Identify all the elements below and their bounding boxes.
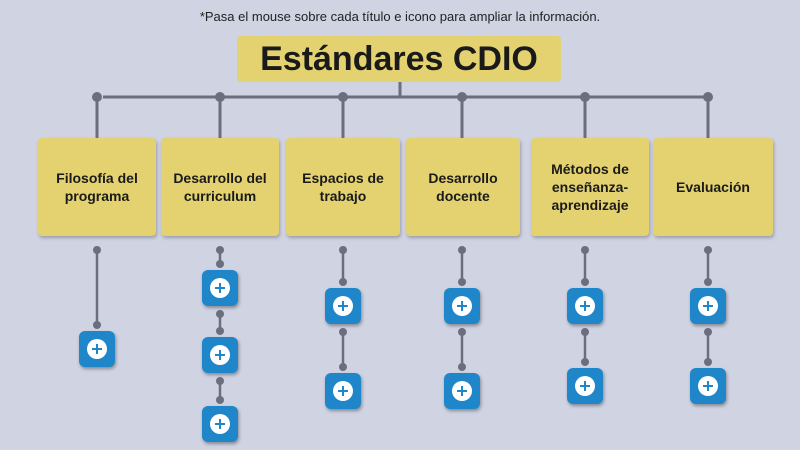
standard-card[interactable]: Desarrollo del curriculum — [161, 138, 279, 236]
connector-dot — [339, 278, 347, 286]
expand-info-button[interactable] — [325, 288, 361, 324]
standard-card-label: Métodos de enseñanza-aprendizaje — [551, 160, 629, 214]
connector-dot — [216, 396, 224, 404]
standard-card-label: Filosofía del programa — [56, 169, 138, 204]
standard-card[interactable]: Métodos de enseñanza-aprendizaje — [531, 138, 649, 236]
standard-card[interactable]: Desarrollo docente — [406, 138, 520, 236]
expand-info-button[interactable] — [202, 337, 238, 373]
connector-dot — [581, 358, 589, 366]
expand-info-button[interactable] — [444, 373, 480, 409]
hover-hint: *Pasa el mouse sobre cada título e icono… — [199, 9, 601, 24]
plus-icon — [333, 381, 353, 401]
expand-info-button[interactable] — [690, 288, 726, 324]
standard-card-label: Desarrollo docente — [428, 169, 498, 204]
plus-icon — [210, 278, 230, 298]
plus-icon — [87, 339, 107, 359]
standard-card-label: Desarrollo del curriculum — [173, 169, 267, 204]
connector-dot — [458, 278, 466, 286]
plus-icon — [333, 296, 353, 316]
standard-card-label: Espacios de trabajo — [302, 169, 384, 204]
connector-dot — [93, 321, 101, 329]
plus-icon — [210, 345, 230, 365]
expand-info-button[interactable] — [690, 368, 726, 404]
expand-info-button[interactable] — [202, 270, 238, 306]
expand-info-button[interactable] — [79, 331, 115, 367]
plus-icon — [210, 414, 230, 434]
expand-info-button[interactable] — [567, 368, 603, 404]
plus-icon — [698, 296, 718, 316]
connector-dot — [704, 358, 712, 366]
plus-icon — [452, 381, 472, 401]
standard-card-label: Evaluación — [676, 178, 750, 195]
diagram-title[interactable]: Estándares CDIO — [237, 36, 561, 82]
connector-dot — [216, 260, 224, 268]
expand-info-button[interactable] — [202, 406, 238, 442]
standard-card[interactable]: Filosofía del programa — [38, 138, 156, 236]
standard-card[interactable]: Evaluación — [653, 138, 773, 236]
plus-icon — [575, 376, 595, 396]
connector-dot — [704, 278, 712, 286]
expand-info-button[interactable] — [444, 288, 480, 324]
expand-info-button[interactable] — [325, 373, 361, 409]
standard-card[interactable]: Espacios de trabajo — [286, 138, 400, 236]
plus-icon — [698, 376, 718, 396]
plus-icon — [452, 296, 472, 316]
connector-dot — [216, 327, 224, 335]
connector-dot — [581, 278, 589, 286]
plus-icon — [575, 296, 595, 316]
connector-dot — [458, 363, 466, 371]
expand-info-button[interactable] — [567, 288, 603, 324]
connector-dot — [339, 363, 347, 371]
